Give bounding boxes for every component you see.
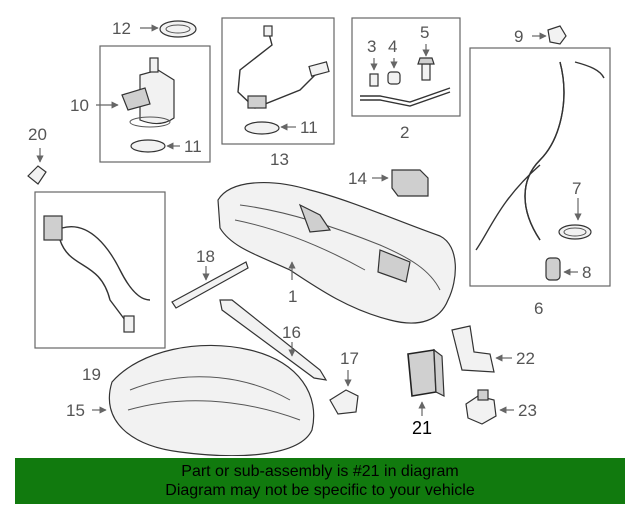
callout-16: 16 <box>282 323 301 342</box>
part-16-tank-strap[interactable]: 16 <box>219 299 328 381</box>
callout-3: 3 <box>367 37 376 56</box>
part-12-gasket[interactable]: 12 <box>112 19 197 38</box>
part-21-control-module[interactable]: 21 <box>407 348 445 438</box>
callout-12: 12 <box>112 19 131 38</box>
callout-11b: 11 <box>300 118 318 137</box>
part-23-valve[interactable]: 23 <box>465 389 537 425</box>
part-17-clip[interactable]: 17 <box>329 349 359 415</box>
callout-22: 22 <box>516 349 535 368</box>
fuel-system-exploded-diagram: 12 10 11 11 13 3 4 <box>27 17 611 456</box>
callout-19: 19 <box>82 365 101 384</box>
callout-17: 17 <box>340 349 359 368</box>
callout-21: 21 <box>412 418 432 438</box>
part-2-hardware-group[interactable]: 3 4 5 2 <box>351 17 461 142</box>
callout-13: 13 <box>270 150 289 169</box>
callout-15: 15 <box>66 401 85 420</box>
part-6-filler-neck-group[interactable]: 7 8 6 <box>469 47 611 318</box>
callout-18: 18 <box>196 247 215 266</box>
part-14-module[interactable]: 14 <box>348 169 429 197</box>
part-10-fuel-pump-group[interactable]: 10 11 <box>70 45 211 163</box>
banner-line-1: Part or sub-assembly is #21 in diagram <box>181 463 459 480</box>
callout-7: 7 <box>572 179 581 198</box>
part-1-fuel-tank[interactable]: 1 <box>217 182 456 324</box>
part-18-bracket[interactable]: 18 <box>171 247 249 309</box>
callout-4: 4 <box>388 37 397 56</box>
callout-14: 14 <box>348 169 367 188</box>
part-19-hose-group[interactable]: 19 <box>34 191 166 384</box>
callout-5: 5 <box>420 23 429 42</box>
callout-1: 1 <box>288 287 297 306</box>
part-20-fitting[interactable]: 20 <box>27 125 47 185</box>
callout-20: 20 <box>28 125 47 144</box>
callout-11a: 11 <box>184 137 202 156</box>
part-15-tank-shield[interactable]: 15 <box>66 344 315 456</box>
info-banner: Part or sub-assembly is #21 in diagram D… <box>15 458 625 504</box>
callout-10: 10 <box>70 96 89 115</box>
callout-8: 8 <box>582 263 591 282</box>
callout-6: 6 <box>534 299 543 318</box>
part-9-cap[interactable]: 9 <box>514 25 567 46</box>
part-13-level-sender-group[interactable]: 11 13 <box>221 17 335 169</box>
callout-2: 2 <box>400 123 409 142</box>
callout-9: 9 <box>514 27 523 46</box>
banner-line-2: Diagram may not be specific to your vehi… <box>165 482 475 499</box>
part-22-bracket[interactable]: 22 <box>451 325 535 373</box>
callout-23: 23 <box>518 401 537 420</box>
